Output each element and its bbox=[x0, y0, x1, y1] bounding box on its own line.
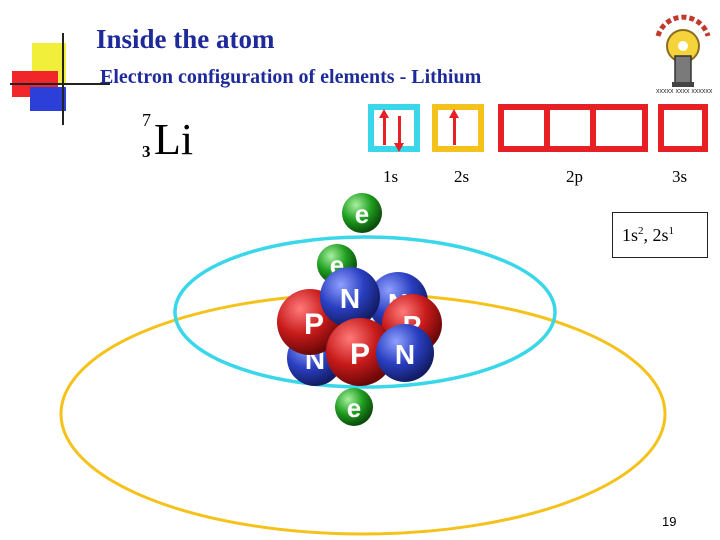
electron-up-arrow-icon bbox=[379, 109, 389, 145]
orbital-box-1s bbox=[368, 104, 420, 152]
orbital-label-1s: 1s bbox=[383, 167, 399, 186]
inner-orbit bbox=[173, 235, 557, 389]
logo-caption: xxxxx xxxx xxxxxx bbox=[656, 88, 713, 95]
orbital-divider bbox=[544, 104, 550, 152]
electron-particle: e bbox=[342, 193, 382, 233]
svg-text:N: N bbox=[395, 339, 415, 370]
orbital-box-3s bbox=[658, 104, 708, 152]
slide-subtitle: Electron configuration of elements - Lit… bbox=[100, 66, 482, 88]
svg-text:P: P bbox=[350, 338, 370, 371]
electron-down-arrow-icon bbox=[394, 116, 404, 152]
page-number: 19 bbox=[662, 514, 677, 529]
title-decoration-blue bbox=[30, 87, 66, 111]
atomic-number: 3 bbox=[142, 142, 151, 161]
configuration-box bbox=[612, 212, 708, 258]
neutron-particle: N bbox=[320, 267, 380, 327]
proton-particle: P bbox=[326, 318, 394, 386]
svg-text:P: P bbox=[304, 308, 324, 341]
organization-logo-icon bbox=[655, 14, 711, 87]
title-decoration-vline bbox=[62, 33, 64, 125]
orbital-label-2s: 2s bbox=[454, 167, 470, 186]
svg-text:N: N bbox=[340, 283, 360, 314]
element-symbol: Li bbox=[154, 115, 194, 164]
svg-text:e: e bbox=[355, 199, 369, 229]
orbital-label-3s: 3s bbox=[672, 167, 688, 186]
neutron-particle: N bbox=[376, 324, 434, 382]
electron-up-arrow-icon bbox=[449, 109, 459, 145]
svg-text:e: e bbox=[347, 393, 361, 423]
orbital-box-2s bbox=[432, 104, 484, 152]
orbital-box-2p bbox=[498, 104, 648, 152]
electron-configuration: 1s2, 2s1 bbox=[622, 225, 675, 245]
slide-title: Inside the atom bbox=[96, 24, 275, 54]
electron-particle: e bbox=[335, 388, 373, 426]
orbital-label-2p: 2p bbox=[566, 167, 583, 186]
orbital-divider bbox=[590, 104, 596, 152]
mass-number: 7 bbox=[142, 110, 151, 130]
title-decoration-hline bbox=[10, 83, 110, 85]
